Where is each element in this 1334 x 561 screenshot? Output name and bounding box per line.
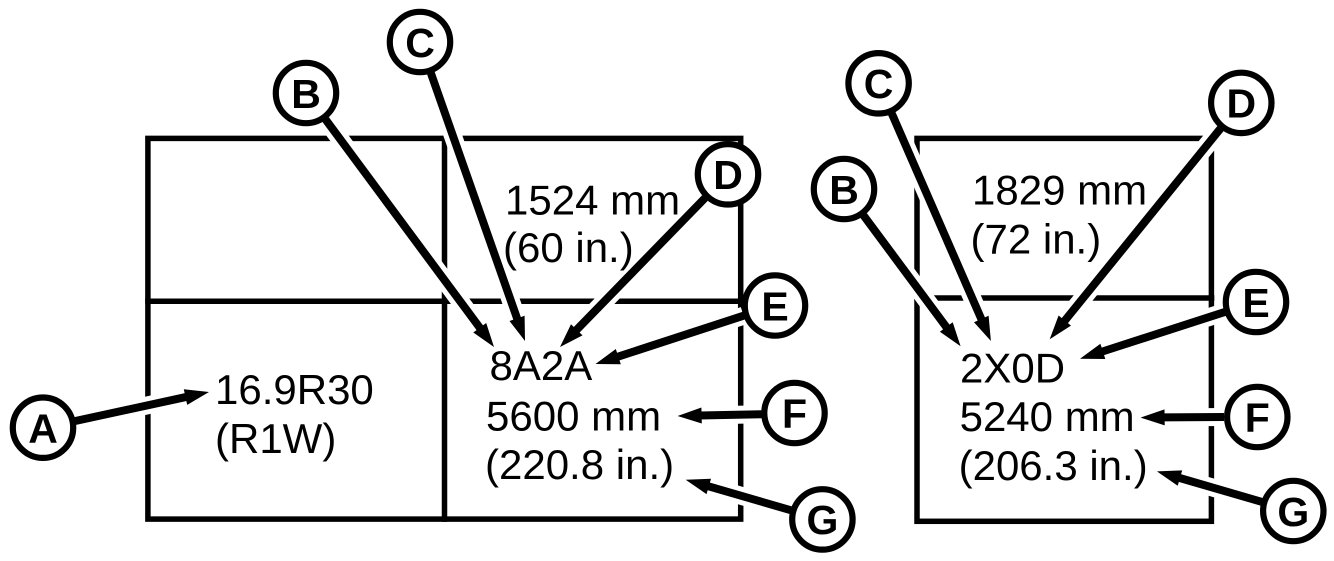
svg-text:16.9R30: 16.9R30	[215, 366, 374, 413]
svg-text:C: C	[405, 20, 435, 66]
svg-text:C: C	[864, 61, 894, 107]
svg-text:F: F	[1245, 395, 1270, 441]
svg-text:(220.8 in.): (220.8 in.)	[485, 441, 674, 488]
svg-text:A: A	[28, 406, 58, 452]
svg-text:5600 mm: 5600 mm	[486, 393, 661, 440]
svg-text:2X0D: 2X0D	[960, 345, 1065, 392]
svg-text:G: G	[1277, 489, 1309, 535]
svg-text:(60 in.): (60 in.)	[503, 224, 634, 271]
svg-text:1524 mm: 1524 mm	[505, 176, 680, 223]
svg-text:5240 mm: 5240 mm	[960, 393, 1135, 440]
svg-text:D: D	[713, 152, 743, 198]
svg-text:B: B	[291, 71, 321, 117]
svg-text:(206.3 in.): (206.3 in.)	[959, 442, 1148, 489]
svg-text:(R1W): (R1W)	[215, 415, 336, 462]
svg-text:E: E	[761, 283, 788, 329]
svg-text:B: B	[829, 167, 859, 213]
svg-text:1829 mm: 1829 mm	[972, 166, 1147, 213]
svg-text:(72 in.): (72 in.)	[971, 216, 1102, 263]
svg-text:8A2A: 8A2A	[490, 342, 593, 389]
svg-text:G: G	[806, 497, 838, 543]
svg-text:E: E	[1242, 280, 1269, 326]
svg-text:F: F	[782, 391, 807, 437]
svg-text:D: D	[1226, 81, 1256, 127]
